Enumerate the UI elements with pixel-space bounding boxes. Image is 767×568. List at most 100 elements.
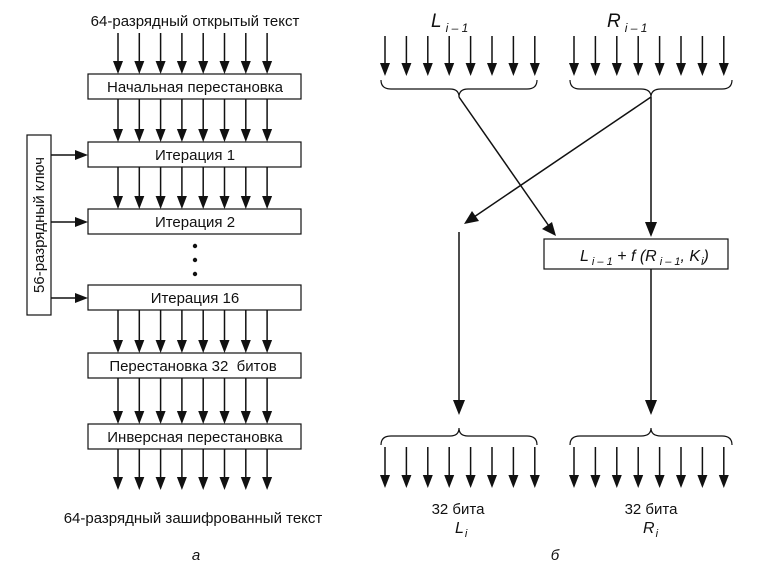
arrowhead-icon: [176, 196, 187, 209]
initial-permutation-box: [87, 73, 302, 100]
arrowhead-icon: [219, 196, 230, 209]
arrowhead-icon: [611, 63, 622, 76]
iteration-2-label: Итерация 2: [155, 214, 235, 231]
left-output-label: Li: [455, 520, 468, 540]
arrowhead-icon: [219, 129, 230, 142]
ellipsis-dot: [192, 257, 198, 263]
arrowhead-icon: [176, 129, 187, 142]
permutation-32-label: Перестановка 32 битов: [109, 358, 276, 375]
caption-b: б: [551, 547, 560, 564]
arrowhead-icon: [113, 61, 123, 74]
key-box: [26, 134, 52, 316]
initial-permutation-label: Начальная перестановка: [107, 79, 284, 96]
arrowhead-icon: [75, 150, 88, 160]
key-arrows: [51, 150, 88, 303]
iteration-16-label: Итерация 16: [151, 290, 239, 307]
arrowhead-icon: [113, 196, 123, 209]
right-to-left-output-line: [473, 96, 652, 218]
arrowhead-icon: [262, 340, 273, 353]
ciphertext-output-label: 64-разрядный зашифрованный текст: [64, 510, 323, 527]
arrowhead-icon: [240, 411, 251, 424]
arrowhead-icon: [240, 477, 251, 490]
arrowhead-icon: [676, 475, 686, 488]
arrowhead-icon: [198, 411, 209, 424]
right-output-label: Ri: [643, 520, 659, 540]
arrowhead-icon: [219, 61, 230, 74]
arrowhead-icon: [676, 63, 686, 76]
arrowhead-icon: [176, 340, 187, 353]
iteration-16-box: [87, 284, 302, 311]
round-function-box: [543, 238, 729, 270]
arrowhead-icon: [155, 129, 166, 142]
iteration-2-box: [87, 208, 302, 235]
right-output-bits-label: 32 бита: [625, 501, 679, 518]
arrowhead-icon: [487, 63, 497, 76]
arrowhead-icon: [464, 211, 479, 224]
arrowhead-icon: [444, 475, 455, 488]
arrowhead-icon: [155, 340, 166, 353]
arrowhead-icon: [380, 475, 390, 488]
arrowhead-icon: [262, 196, 273, 209]
arrowhead-icon: [465, 475, 476, 488]
arrowhead-icon: [155, 411, 166, 424]
iteration-1-label: Итерация 1: [155, 147, 235, 164]
arrowhead-icon: [198, 196, 209, 209]
inverse-permutation-box: [87, 423, 302, 450]
arrowhead-icon: [401, 475, 412, 488]
arrowhead-icon: [198, 340, 209, 353]
arrowhead-icon: [654, 475, 665, 488]
arrowhead-icon: [590, 475, 601, 488]
arrowhead-icon: [240, 129, 251, 142]
arrowhead-icon: [569, 63, 579, 76]
arrowhead-icon: [219, 340, 230, 353]
arrowhead-icon: [113, 340, 123, 353]
bit-arrows: [113, 33, 273, 490]
arrowhead-icon: [134, 411, 145, 424]
arrowhead-icon: [134, 340, 145, 353]
arrowhead-icon: [654, 63, 665, 76]
left-to-function-line: [458, 96, 552, 230]
arrowhead-icon: [113, 411, 123, 424]
left-input-brace: [380, 79, 538, 98]
arrowhead-icon: [113, 129, 123, 142]
arrowhead-icon: [240, 61, 251, 74]
arrowhead-icon: [453, 400, 465, 415]
arrowhead-icon: [697, 63, 708, 76]
right-output-brace: [569, 427, 733, 446]
arrowhead-icon: [645, 400, 657, 415]
arrowhead-icon: [75, 217, 88, 227]
arrowhead-icon: [262, 129, 273, 142]
arrowhead-icon: [134, 477, 145, 490]
inverse-permutation-label: Инверсная перестановка: [107, 429, 283, 446]
ellipsis-dot: [192, 243, 198, 249]
arrowhead-icon: [697, 475, 708, 488]
arrowhead-icon: [240, 196, 251, 209]
arrowhead-icon: [176, 61, 187, 74]
arrowhead-icon: [590, 63, 601, 76]
arrowhead-icon: [134, 61, 145, 74]
arrowhead-icon: [198, 477, 209, 490]
right-input-brace: [569, 79, 733, 98]
arrowhead-icon: [633, 63, 644, 76]
arrowhead-icon: [444, 63, 455, 76]
arrowhead-icon: [508, 475, 519, 488]
arrowhead-icon: [75, 293, 88, 303]
arrowhead-icon: [542, 222, 556, 236]
arrowhead-icon: [487, 475, 497, 488]
arrowhead-icon: [240, 340, 251, 353]
arrowhead-icon: [718, 475, 729, 488]
plaintext-input-label: 64-разрядный открытый текст: [91, 13, 300, 30]
arrowhead-icon: [611, 475, 622, 488]
arrowhead-icon: [422, 475, 433, 488]
arrowhead-icon: [198, 61, 209, 74]
arrowhead-icon: [155, 196, 166, 209]
arrowhead-icon: [422, 63, 433, 76]
arrowhead-icon: [401, 63, 412, 76]
arrowhead-icon: [155, 477, 166, 490]
arrowhead-icon: [155, 61, 166, 74]
arrowhead-icon: [262, 61, 273, 74]
